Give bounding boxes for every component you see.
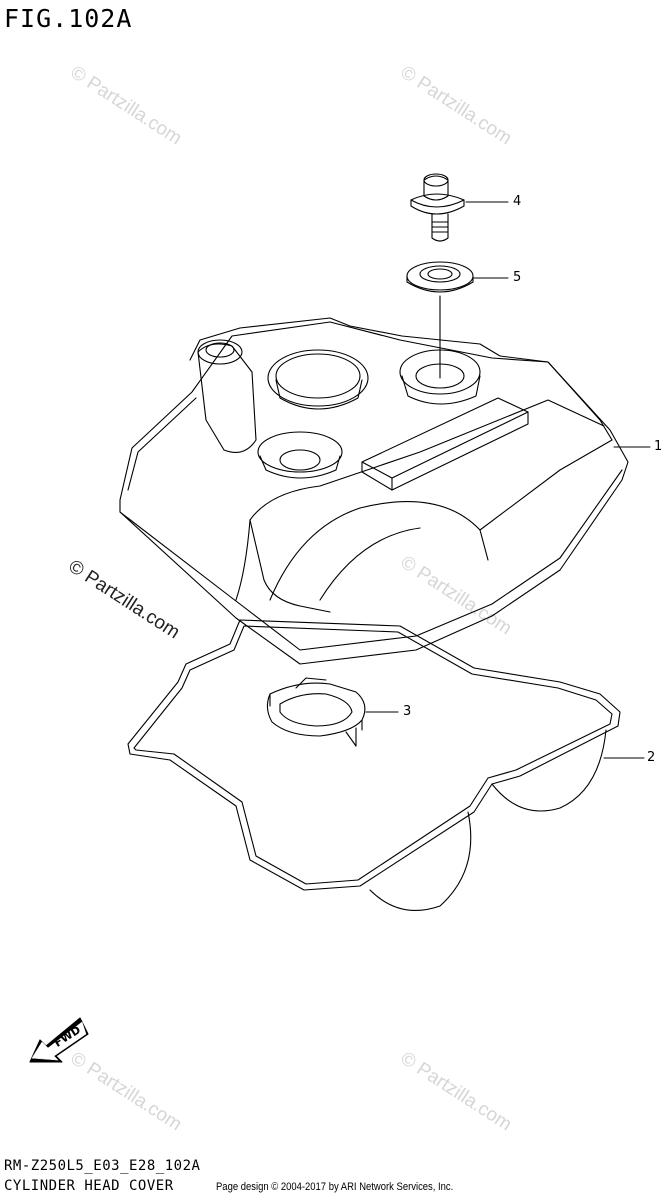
copyright-notice: Page design © 2004-2017 by ARI Network S… xyxy=(216,1181,454,1193)
figure-name: CYLINDER HEAD COVER xyxy=(4,1178,174,1194)
callout-number[interactable]: 2 xyxy=(647,750,656,765)
model-code: RM-Z250L5_E03_E28_102A xyxy=(4,1158,201,1174)
figure-title: FIG.102A xyxy=(4,4,133,33)
plug-hole-gasket-part[interactable] xyxy=(266,677,366,747)
forward-arrow-icon xyxy=(29,1017,89,1063)
callout-number[interactable]: 4 xyxy=(513,194,522,209)
callout-number[interactable]: 5 xyxy=(513,270,522,285)
cover-gasket-part[interactable] xyxy=(127,619,621,911)
callout-number[interactable]: 1 xyxy=(654,439,663,454)
seal-washer-part[interactable] xyxy=(406,261,474,293)
bolt-part[interactable] xyxy=(410,173,465,242)
callout-number[interactable]: 3 xyxy=(403,704,412,719)
cylinder-head-cover-part[interactable] xyxy=(119,317,629,665)
